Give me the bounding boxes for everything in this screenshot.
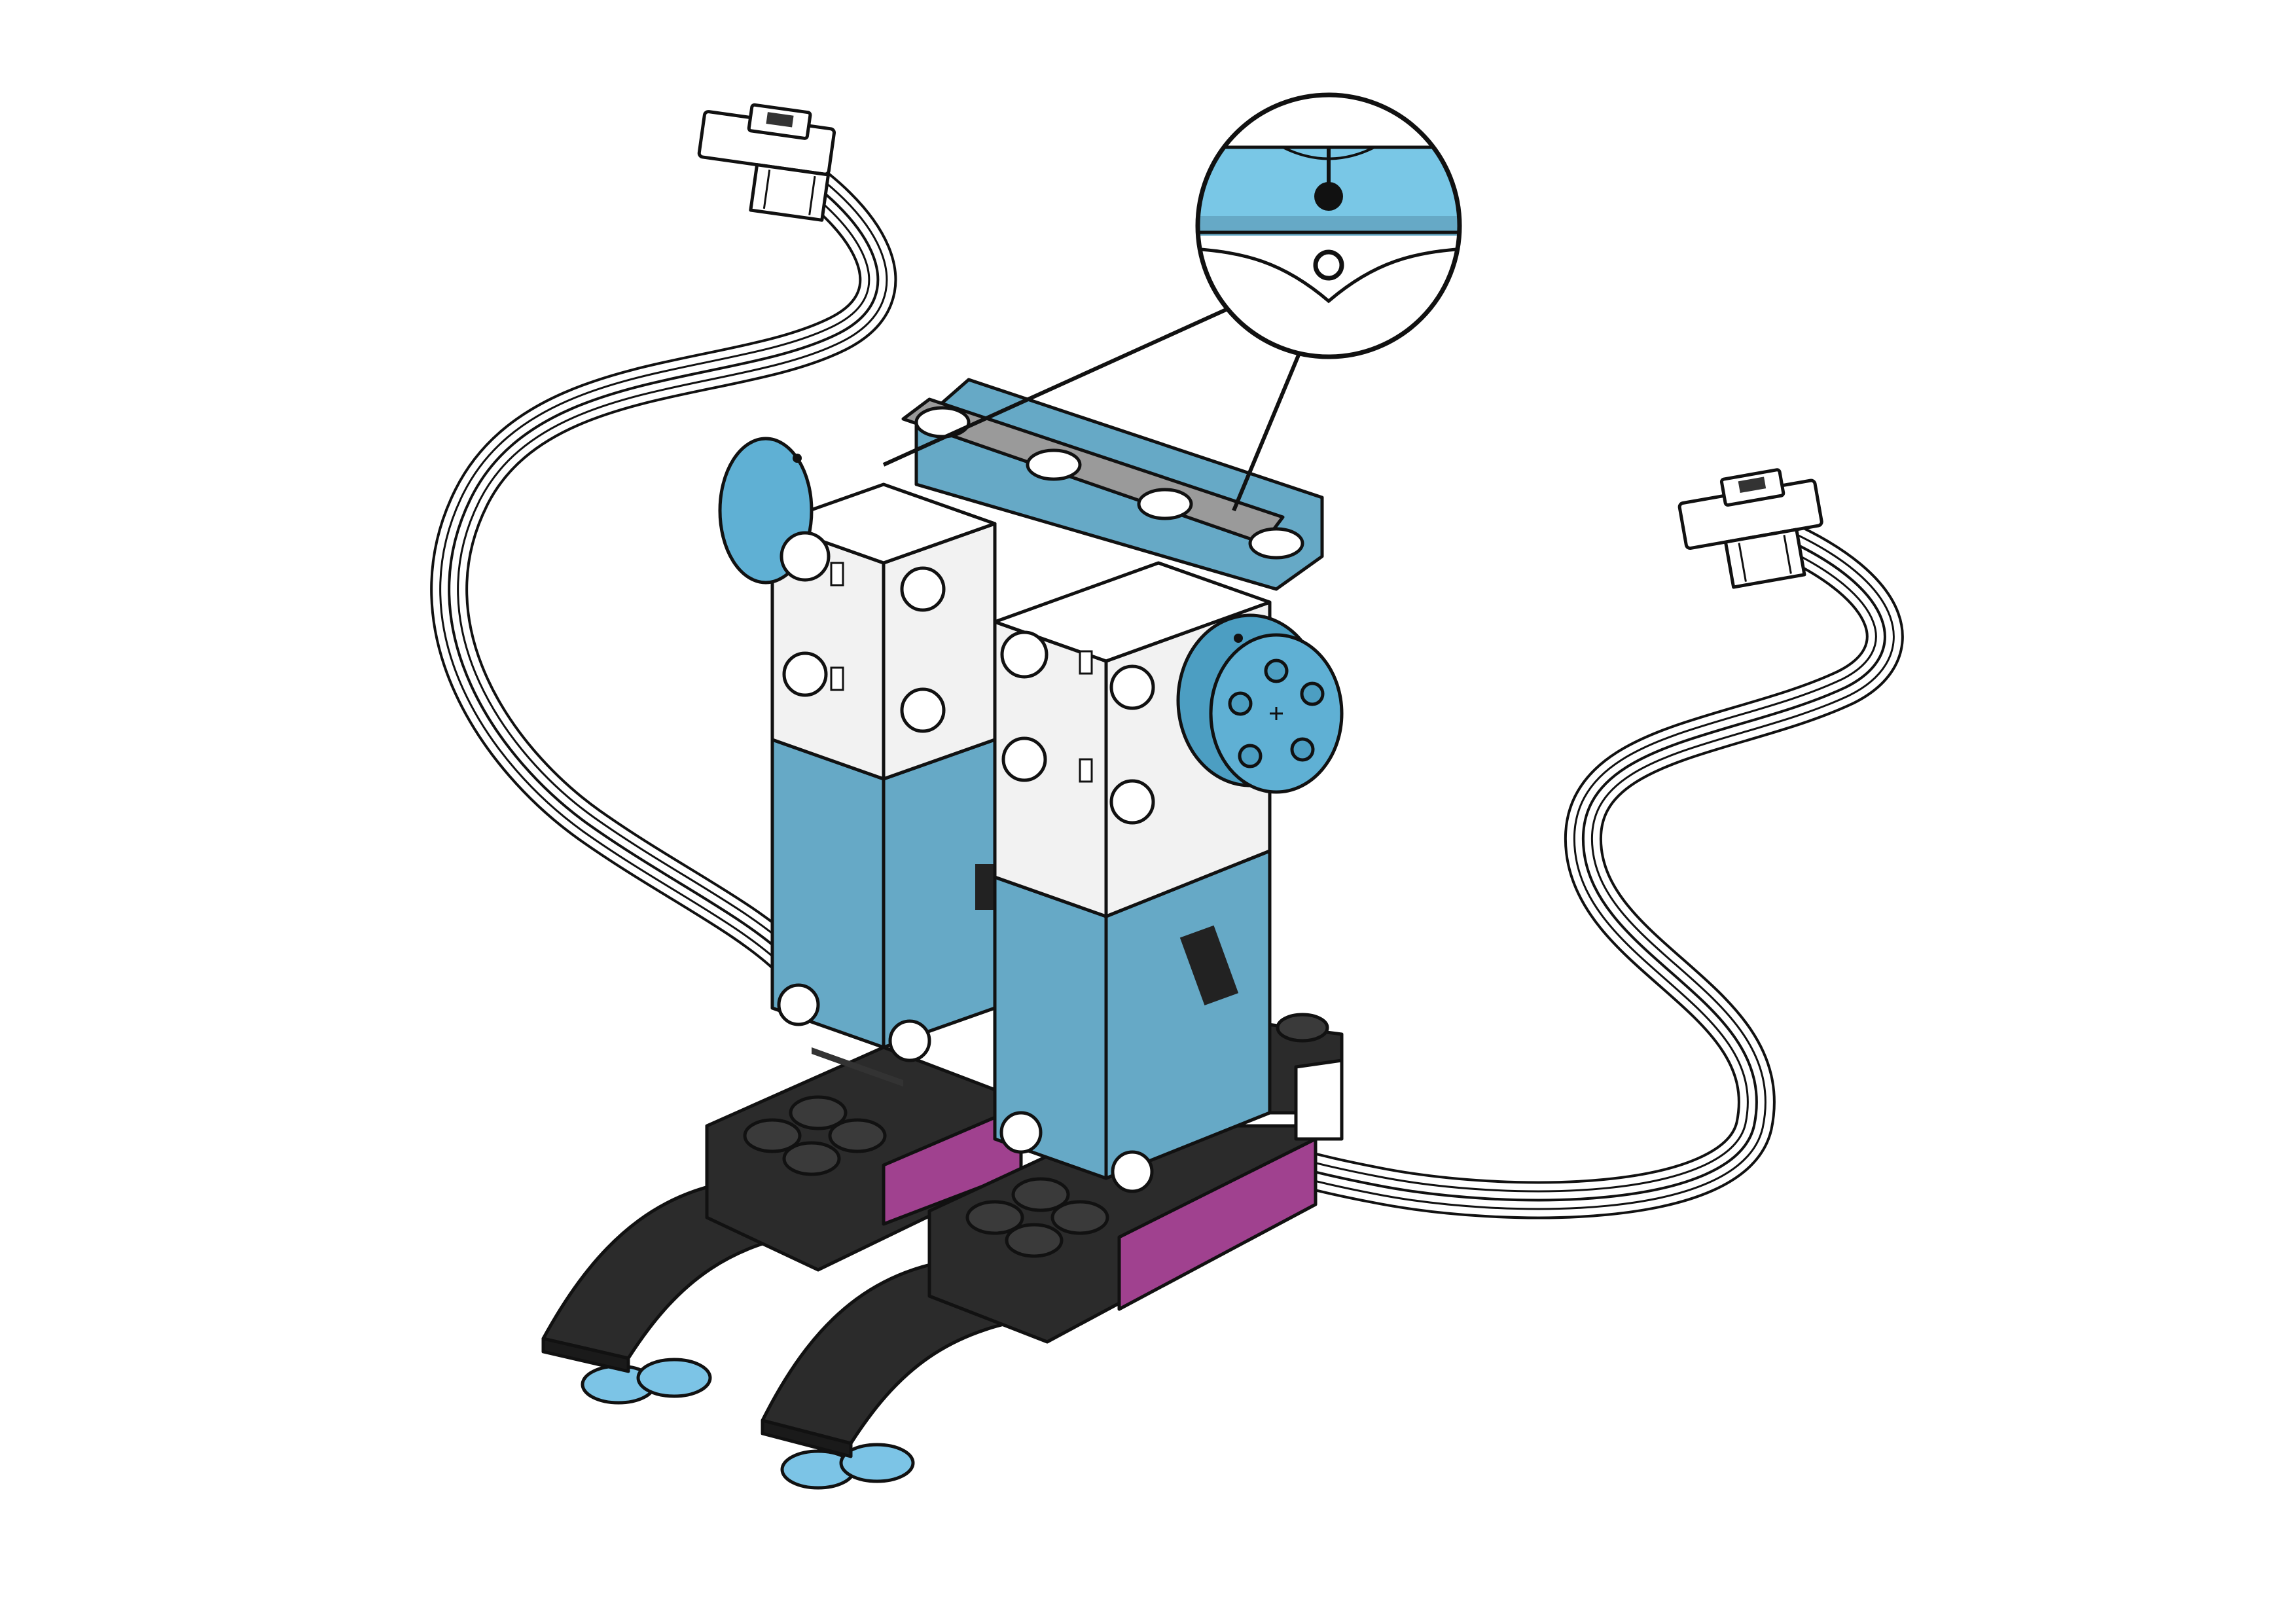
top-frame-beam (901, 378, 1324, 591)
hub-marker-ring-icon (1313, 249, 1344, 281)
motor-marker-dot-icon (1314, 182, 1343, 211)
right-motor (993, 561, 1344, 1193)
right-cable (1179, 518, 1904, 1219)
left-connector-plug (697, 103, 836, 222)
left-motor (718, 437, 997, 1087)
zero-position-callout (882, 92, 1462, 512)
right-connector-plug (1677, 468, 1823, 589)
right-ski-base (761, 1013, 1344, 1490)
left-ski-base (541, 1045, 1023, 1405)
left-cable (430, 141, 897, 981)
